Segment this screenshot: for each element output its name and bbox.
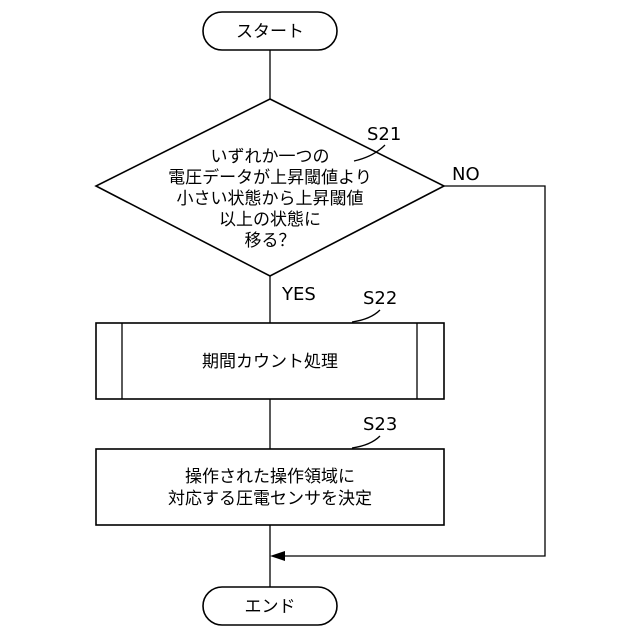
leader-s23 — [352, 436, 380, 448]
arrowhead-icon — [270, 551, 285, 561]
step-label-s22: S22 — [363, 288, 397, 309]
no-label: NO — [452, 164, 480, 185]
process-s23: 操作された操作領域に 対応する圧電センサを決定 — [96, 449, 444, 525]
end-terminal: エンド — [203, 587, 337, 625]
start-label: スタート — [236, 22, 304, 42]
step-label-s23: S23 — [363, 414, 397, 435]
end-label: エンド — [245, 597, 296, 617]
process-s22: 期間カウント処理 — [96, 323, 444, 399]
start-terminal: スタート — [203, 12, 337, 50]
decision-line-4: 以上の状態に — [219, 210, 321, 230]
leader-s22 — [352, 310, 380, 322]
decision-line-2: 電圧データが上昇閾値より — [168, 167, 372, 188]
process-s23-line-1: 操作された操作領域に — [185, 467, 355, 487]
process-s22-label: 期間カウント処理 — [202, 352, 338, 372]
step-label-s21: S21 — [367, 124, 401, 145]
process-s23-line-2: 対応する圧電センサを決定 — [168, 489, 372, 509]
yes-label: YES — [281, 284, 316, 305]
decision-line-3: 小さい状態から上昇閾値 — [177, 189, 364, 209]
decision-line-1: いずれか一つの — [211, 147, 330, 167]
decision-line-5: 移る？ — [245, 231, 296, 251]
